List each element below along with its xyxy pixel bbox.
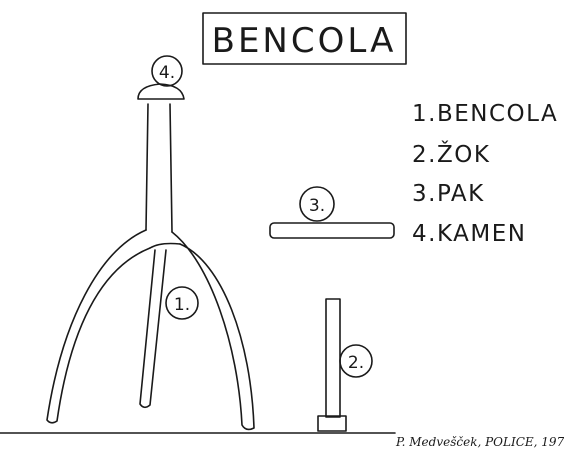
legend-item-3: 3.PAK — [412, 181, 485, 207]
legend-item-1: 1.BENCOLA — [412, 101, 558, 127]
marker-1: 1. — [165, 286, 199, 320]
marker-4: 4. — [151, 55, 183, 87]
signature: P. Medvešček, POLICE, 1972 — [395, 435, 564, 449]
zok-stick — [317, 298, 347, 432]
svg-text:4.: 4. — [159, 63, 175, 83]
marker-2: 2. — [339, 344, 373, 378]
svg-text:1.: 1. — [174, 295, 190, 315]
legend-item-2: 2.ŽOK — [412, 140, 490, 168]
marker-3: 3. — [299, 186, 335, 222]
title-box: BENCOLA — [202, 12, 407, 65]
pak-board — [269, 222, 395, 239]
svg-text:3.: 3. — [309, 196, 325, 216]
diagram-title: BENCOLA — [212, 21, 397, 61]
legend-item-4: 4.KAMEN — [412, 221, 526, 247]
kamen-stone — [137, 83, 185, 100]
legend: 1.BENCOLA 2.ŽOK 3.PAK 4.KAMEN — [412, 101, 558, 247]
bencola-tripod — [46, 103, 255, 431]
svg-text:2.: 2. — [348, 353, 364, 373]
